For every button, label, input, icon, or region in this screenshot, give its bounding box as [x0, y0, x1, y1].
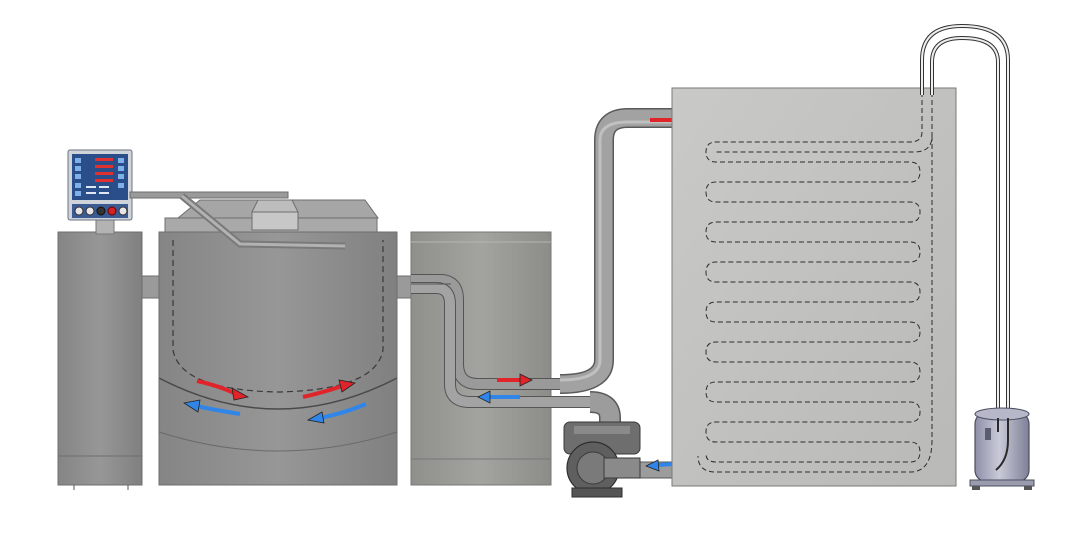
circulation-pump — [563, 421, 641, 498]
serpentine-coil — [705, 92, 923, 463]
supply-riser-pipe — [559, 108, 672, 394]
kettle-cold-arrow-2 — [306, 402, 367, 424]
panel-buttons-right — [118, 158, 124, 188]
panel-buttons-left — [75, 158, 81, 196]
knob-icon — [74, 206, 128, 216]
cold-flow-arrow-cabinet — [477, 390, 520, 404]
kettle-hot-arrow-2 — [302, 379, 357, 399]
control-panel — [67, 149, 133, 235]
pipe-bundle — [411, 274, 592, 408]
kettle-pedestal — [57, 231, 161, 490]
kettle-cold-arrow-1 — [182, 399, 241, 416]
ice-bank-tank — [671, 87, 957, 487]
hot-flow-arrow-cabinet — [497, 373, 533, 387]
service-cabinet — [410, 231, 552, 486]
panel-displays — [95, 158, 113, 182]
kettle-hot-arrow-1 — [196, 379, 250, 401]
refrigerant-lines — [920, 23, 1010, 418]
refrigeration-compressor — [969, 407, 1035, 490]
tilting-kettle — [129, 191, 414, 486]
